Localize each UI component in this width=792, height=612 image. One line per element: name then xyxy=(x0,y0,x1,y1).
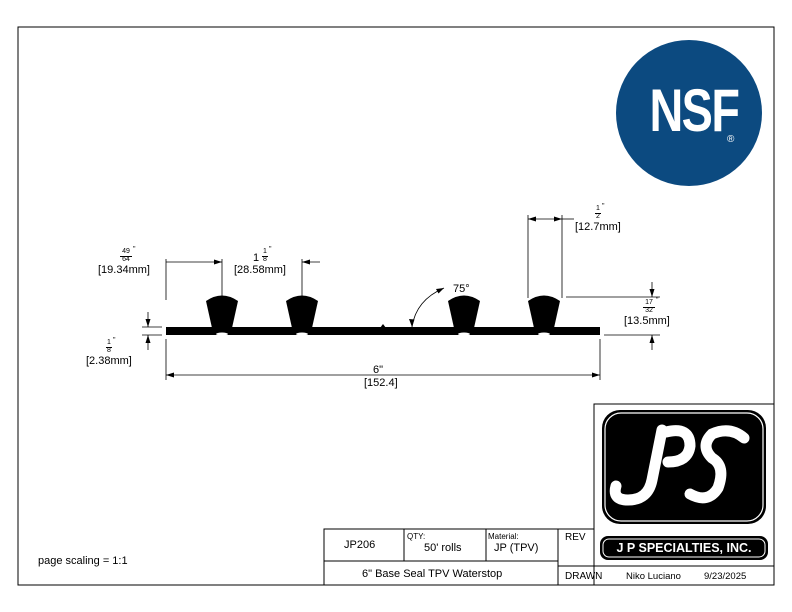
drawn-label: DRAWN xyxy=(565,571,603,582)
dim-spacing-metric: [28.58mm] xyxy=(234,264,286,276)
part-number: JP206 xyxy=(344,539,376,551)
dim-thickness-unit: " xyxy=(113,337,116,344)
dim-bulb-metric: [12.7mm] xyxy=(575,221,621,233)
seal-profile xyxy=(166,295,600,335)
dim-bulb-den: 2 xyxy=(596,213,600,220)
bulb-foot-notches xyxy=(216,332,550,336)
dim-top-left-unit: " xyxy=(133,246,136,253)
nsf-logo-text: NSF xyxy=(649,77,739,144)
dim-height-metric: [13.5mm] xyxy=(624,315,670,327)
dim-height-unit: " xyxy=(656,297,659,304)
dim-top-left-den: 64 xyxy=(122,256,130,263)
seal-bulb-1 xyxy=(206,295,238,328)
dim-height-num: 17 xyxy=(643,299,655,308)
part-description: 6" Base Seal TPV Waterstop xyxy=(362,568,503,580)
drawn-date: 9/23/2025 xyxy=(704,571,747,582)
dim-overall-label: 6" xyxy=(373,364,384,376)
dim-height-den: 32 xyxy=(645,307,653,314)
dim-top-left-metric: [19.34mm] xyxy=(98,264,150,276)
seal-center-mark xyxy=(380,324,386,328)
dim-overall-metric: [152.4] xyxy=(364,377,398,389)
qty-value: 50' rolls xyxy=(424,542,462,554)
drawn-by: Niko Luciano xyxy=(626,571,681,582)
seal-base xyxy=(166,327,600,335)
dim-thickness-den: 8 xyxy=(107,347,111,354)
dim-spacing-unit: " xyxy=(269,246,272,253)
dim-bulb-unit: " xyxy=(602,203,605,210)
qty-label: QTY: xyxy=(407,532,426,541)
dim-top-left-num: 49 xyxy=(120,248,132,257)
jps-monogram xyxy=(609,424,750,506)
material-value: JP (TPV) xyxy=(494,542,539,554)
nsf-registered-mark: ® xyxy=(727,134,735,145)
seal-bulb-4 xyxy=(528,295,560,328)
dimension-arrows xyxy=(145,216,655,378)
jps-company-name: J P SPECIALTIES, INC. xyxy=(616,541,752,555)
dim-thickness-metric: [2.38mm] xyxy=(86,355,132,367)
page-scaling-note: page scaling = 1:1 xyxy=(38,555,128,567)
rev-label: REV xyxy=(565,532,586,543)
dim-angle: 75° xyxy=(453,283,470,295)
title-block-grid xyxy=(323,528,774,586)
dim-spacing-num: 1 xyxy=(262,248,268,257)
seal-bulb-3 xyxy=(448,295,480,328)
dim-thickness-num: 1 xyxy=(106,339,112,348)
dim-spacing-den: 8 xyxy=(263,256,267,263)
jps-name-plate xyxy=(600,536,768,560)
dim-spacing-whole: 1 xyxy=(253,252,260,264)
dim-bulb-num: 1 xyxy=(595,205,601,214)
material-label: Material: xyxy=(488,532,519,541)
seal-bulb-2 xyxy=(286,295,318,328)
nsf-logo-circle xyxy=(616,40,762,186)
